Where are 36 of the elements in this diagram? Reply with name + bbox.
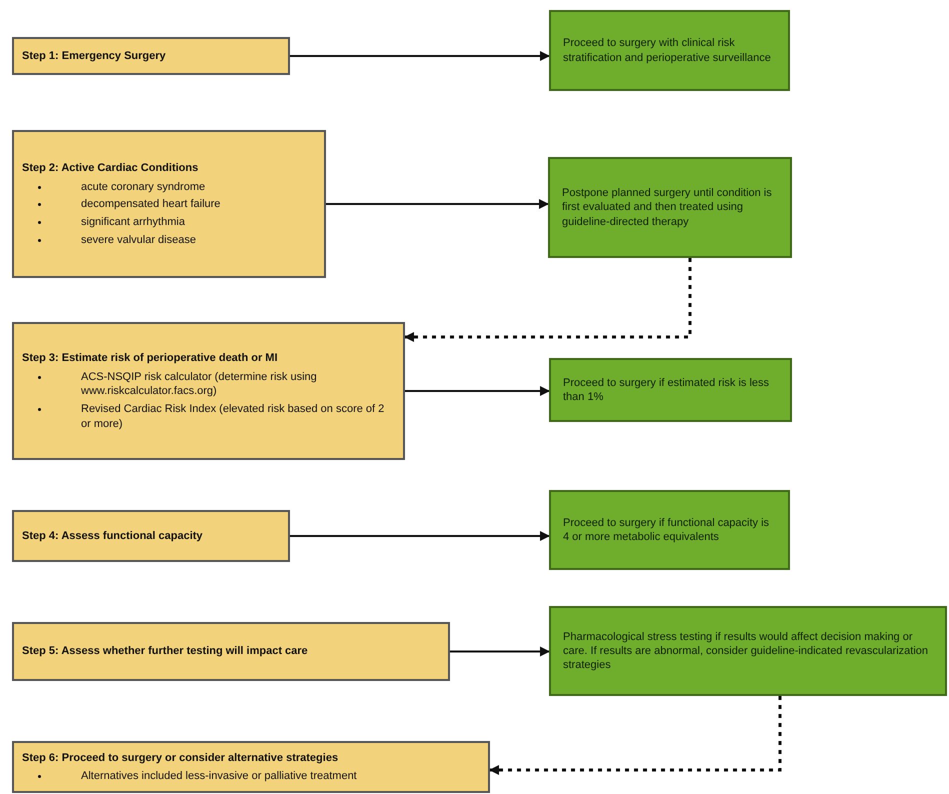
arrow (290, 51, 550, 61)
bullet-text: severe valvular disease (81, 233, 197, 248)
step-title: Step 1: Emergency Surgery (22, 48, 167, 64)
outcome-box (549, 606, 947, 696)
step-box (12, 37, 290, 75)
dotted-arrow (404, 258, 692, 342)
step-title: Step 4: Assess functional capacity (22, 528, 204, 544)
step-box (12, 322, 405, 460)
bullet-text: significant arrhythmia (81, 215, 186, 230)
bullet-text: ACS-NSQIP risk calculator (determine risk using www.riskcalculator.facs.org) (81, 370, 318, 400)
outcome-box (549, 10, 790, 91)
bullet-text: decompensated heart failure (81, 197, 222, 212)
bullet-text: Revised Cardiac Risk Index (elevated risk based on score of 2 or more) (81, 402, 386, 432)
bullet-text: acute coronary syndrome (81, 180, 206, 194)
step-box (12, 741, 490, 793)
step-title: Step 5: Assess whether further testing will impact care (22, 644, 309, 660)
outcome-text: Proceed to surgery if functional capacity is 4 or more metabolic equivalents (563, 516, 770, 544)
arrow (326, 199, 549, 209)
step-box (12, 510, 290, 562)
outcome-text: Proceed to surgery if estimated risk is less than 1% (563, 376, 770, 404)
outcome-box (549, 490, 790, 570)
outcome-box (548, 157, 792, 258)
bullet-text: Alternatives included less-invasive or palliative treatment (81, 769, 358, 784)
outcome-box (549, 358, 792, 422)
arrow (290, 531, 550, 541)
step-box (12, 130, 326, 278)
step-title: Step 3: Estimate risk of perioperative death or MI (22, 351, 279, 366)
arrow (405, 386, 550, 396)
step-box (12, 622, 450, 681)
outcome-text: Proceed to surgery with clinical risk stratification and perioperative surveillance (563, 36, 772, 65)
step-title: Step 6: Proceed to surgery or consider alternative strategies (22, 750, 340, 766)
outcome-text: Postpone planned surgery until condition is first evaluated and then treated using guideline-directed therapy (562, 186, 773, 229)
arrow (450, 646, 550, 656)
dotted-arrow (489, 696, 782, 775)
step-title: Step 2: Active Cardiac Conditions (22, 161, 200, 176)
outcome-text: Pharmacological stress testing if results would affect decision making or care. If results are abnormal, consider guideline-indicated revascularization strategies (563, 630, 930, 672)
